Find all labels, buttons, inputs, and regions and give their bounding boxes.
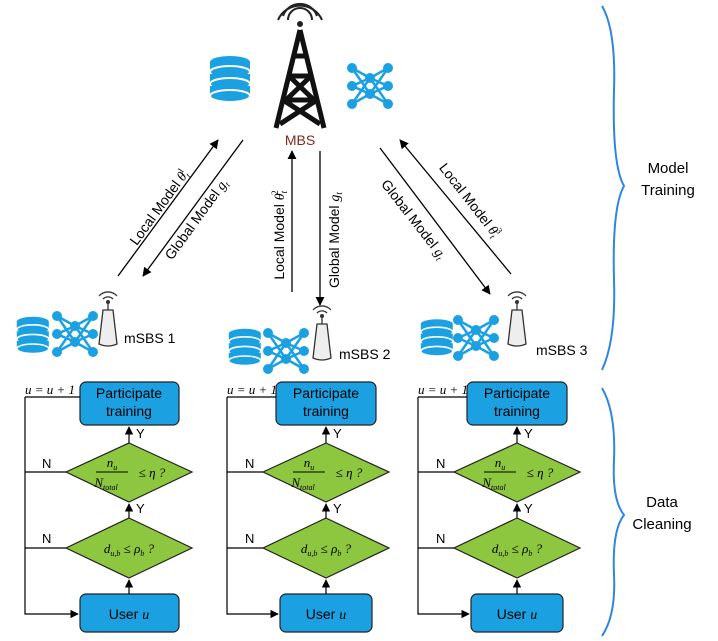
svg-text:Ntotal: Ntotal [481, 475, 506, 492]
station-2-neural-network-icon [261, 326, 311, 376]
middle-local-model-label: Local Model θt2 [270, 190, 289, 279]
distance-diamond-2 [261, 517, 391, 579]
svg-text:N: N [42, 456, 51, 471]
ratio-diamond-3 [452, 442, 582, 503]
svg-text:N: N [436, 456, 445, 471]
svg-text:Ntotal: Ntotal [93, 475, 118, 492]
participate-box-1 [79, 381, 180, 426]
station-3-name: mSBS 3 [536, 342, 588, 358]
update-rule-2: u = u + 1 [227, 382, 277, 397]
participate-box-3 [466, 381, 568, 426]
svg-text:nu: nu [495, 455, 506, 472]
svg-text:Ntotal: Ntotal [290, 475, 315, 492]
update-rule-3: u = u + 1 [418, 382, 468, 397]
user-text-1: User u [109, 606, 149, 623]
station-1-antenna-icon [98, 291, 118, 347]
station-3-neural-network-icon [451, 313, 501, 363]
ratio-diamond-2 [261, 442, 391, 503]
svg-text:N: N [245, 531, 254, 546]
svg-text:nu: nu [304, 455, 315, 472]
top-arrows [117, 139, 512, 306]
right-local-model-label: Local Model θt3 [435, 159, 505, 241]
svg-text:N: N [42, 531, 51, 546]
svg-text:Y: Y [524, 426, 533, 441]
participate-box-2 [275, 381, 377, 426]
ratio-condition-1: nu [107, 455, 118, 472]
station-3-antenna-icon [507, 291, 527, 347]
data-cleaning-brace [601, 387, 626, 637]
svg-text:≤ η ?: ≤ η ? [527, 465, 554, 480]
station-2-name: mSBS 2 [339, 346, 391, 362]
distance-diamond-3 [452, 517, 582, 579]
svg-text:Y: Y [136, 501, 145, 516]
right-global-model-label: Global Model gt [377, 176, 451, 263]
svg-text:Global Model gt: Global Model gt [326, 192, 344, 288]
station-2-antenna-icon [312, 305, 332, 361]
svg-text:≤ η ?: ≤ η ? [139, 465, 166, 480]
svg-text:User u: User u [497, 606, 537, 623]
svg-text:Y: Y [524, 501, 533, 516]
svg-text:du,b ≤ ρb ?: du,b ≤ ρb ? [492, 541, 543, 558]
svg-text:Global Model gt: Global Model gt [377, 176, 451, 263]
station-1-database-icon [16, 315, 50, 355]
svg-text:Y: Y [136, 426, 145, 441]
svg-text:User u: User u [306, 606, 346, 623]
svg-text:Local Model θt3: Local Model θt3 [435, 159, 505, 241]
middle-global-model-label: Global Model gt [326, 192, 344, 288]
svg-text:≤ η ?: ≤ η ? [336, 465, 363, 480]
station-1-neural-network-icon [50, 309, 100, 359]
svg-text:Local Model θt2: Local Model θt2 [270, 190, 289, 279]
mbs-database-icon [209, 55, 251, 103]
mbs-tower-icon [273, 2, 327, 129]
svg-text:Y: Y [333, 426, 342, 441]
ratio-diamond-1 [64, 442, 194, 503]
station-1-name: mSBS 1 [124, 330, 176, 346]
svg-text:N: N [436, 531, 445, 546]
update-rule-1: u = u + 1 [25, 382, 75, 397]
station-2-database-icon [228, 328, 262, 367]
distance-condition-1: du,b ≤ ρb ? [104, 541, 155, 558]
station-3-database-icon [420, 318, 454, 357]
model-training-brace [601, 5, 626, 371]
svg-text:du,b ≤ ρb ?: du,b ≤ ρb ? [301, 541, 352, 558]
distance-diamond-1 [64, 517, 194, 579]
svg-text:N: N [245, 456, 254, 471]
mbs-neural-network-icon [345, 61, 395, 111]
svg-text:Y: Y [333, 501, 342, 516]
mbs-label: MBS [285, 132, 315, 148]
